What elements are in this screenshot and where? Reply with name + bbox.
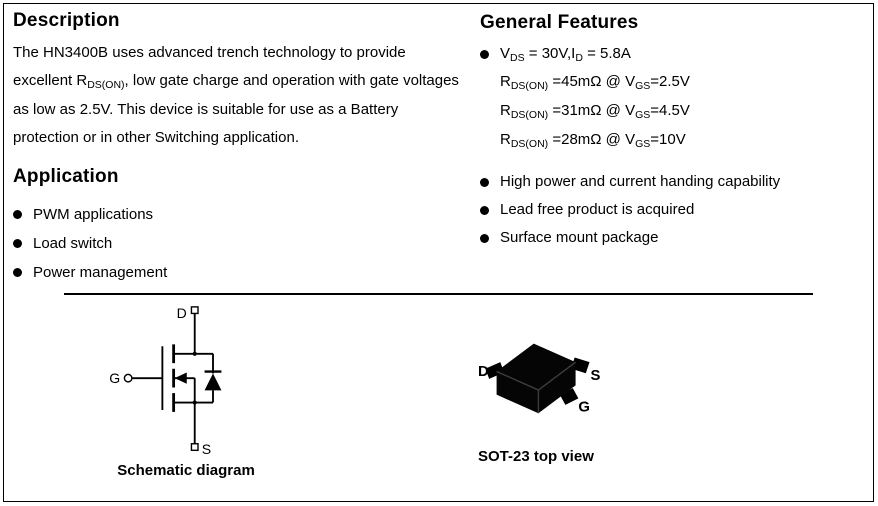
application-item-label: Load switch (33, 235, 113, 252)
bullet-icon (480, 177, 489, 187)
source-pin-lead (570, 357, 590, 374)
feature-item: Lead free product is acquired (480, 200, 872, 220)
gate-label: G (109, 370, 120, 386)
junction-dot (192, 351, 197, 356)
feature-spec-line: RDS(ON) =45mΩ @ VGS=2.5V (500, 73, 690, 92)
junction-dot (192, 400, 197, 405)
bullet-icon (13, 210, 22, 219)
datasheet-page: Description The HN3400B uses advanced tr… (3, 3, 874, 502)
source-label: S (202, 441, 211, 457)
application-item: Power management (13, 263, 465, 282)
application-item: PWM applications (13, 205, 465, 224)
feature-item-label: Surface mount package (500, 229, 659, 246)
source-pin-label: S (590, 368, 600, 384)
application-item-label: PWM applications (33, 206, 154, 223)
application-item-label: Power management (33, 264, 168, 281)
mosfet-schematic-icon: D G S (109, 305, 222, 457)
bullet-icon (13, 268, 22, 277)
bullet-icon (480, 233, 489, 243)
application-list: PWM applications Load switch Power manag… (13, 205, 465, 282)
bullet-icon (13, 239, 22, 248)
drain-pin-label: D (478, 364, 489, 380)
feature-item: VDS = 30V,ID = 5.8A (480, 44, 872, 65)
drain-label: D (177, 305, 187, 321)
body-arrow-icon (174, 372, 187, 384)
feature-item: High power and current handing capabilit… (480, 172, 872, 192)
drain-pin-lead (485, 362, 505, 379)
description-title: Description (13, 10, 120, 31)
diode-triangle-icon (204, 373, 222, 391)
feature-spec-line: RDS(ON) =31mΩ @ VGS=4.5V (500, 102, 690, 121)
feature-item-label: High power and current handing capabilit… (500, 173, 781, 190)
gate-terminal-pad (123, 373, 133, 383)
right-column: General Features VDS = 30V,ID = 5.8A RDS… (480, 12, 872, 248)
source-terminal-pad (190, 443, 199, 452)
general-features-title: General Features (480, 12, 639, 33)
package-caption: SOT-23 top view (478, 448, 594, 465)
horizontal-divider (64, 293, 813, 295)
feature-item: Surface mount package (480, 228, 872, 248)
bullet-icon (480, 50, 489, 59)
description-paragraph: The HN3400B uses advanced trench technol… (13, 44, 459, 146)
feature-item-label: Lead free product is acquired (500, 201, 695, 218)
schematic-caption: Schematic diagram (117, 462, 255, 479)
drain-terminal-pad (190, 306, 199, 315)
left-column: Description The HN3400B uses advanced tr… (13, 10, 465, 292)
sot23-package-icon: D S G (478, 343, 600, 415)
bullet-icon (480, 205, 489, 215)
feature-item-label: VDS = 30V,ID = 5.8A (500, 45, 631, 64)
application-item: Load switch (13, 234, 465, 253)
application-title: Application (13, 166, 119, 187)
feature-spec-line: RDS(ON) =28mΩ @ VGS=10V (500, 131, 686, 150)
gate-pin-label: G (578, 399, 590, 415)
package-body (496, 343, 576, 414)
